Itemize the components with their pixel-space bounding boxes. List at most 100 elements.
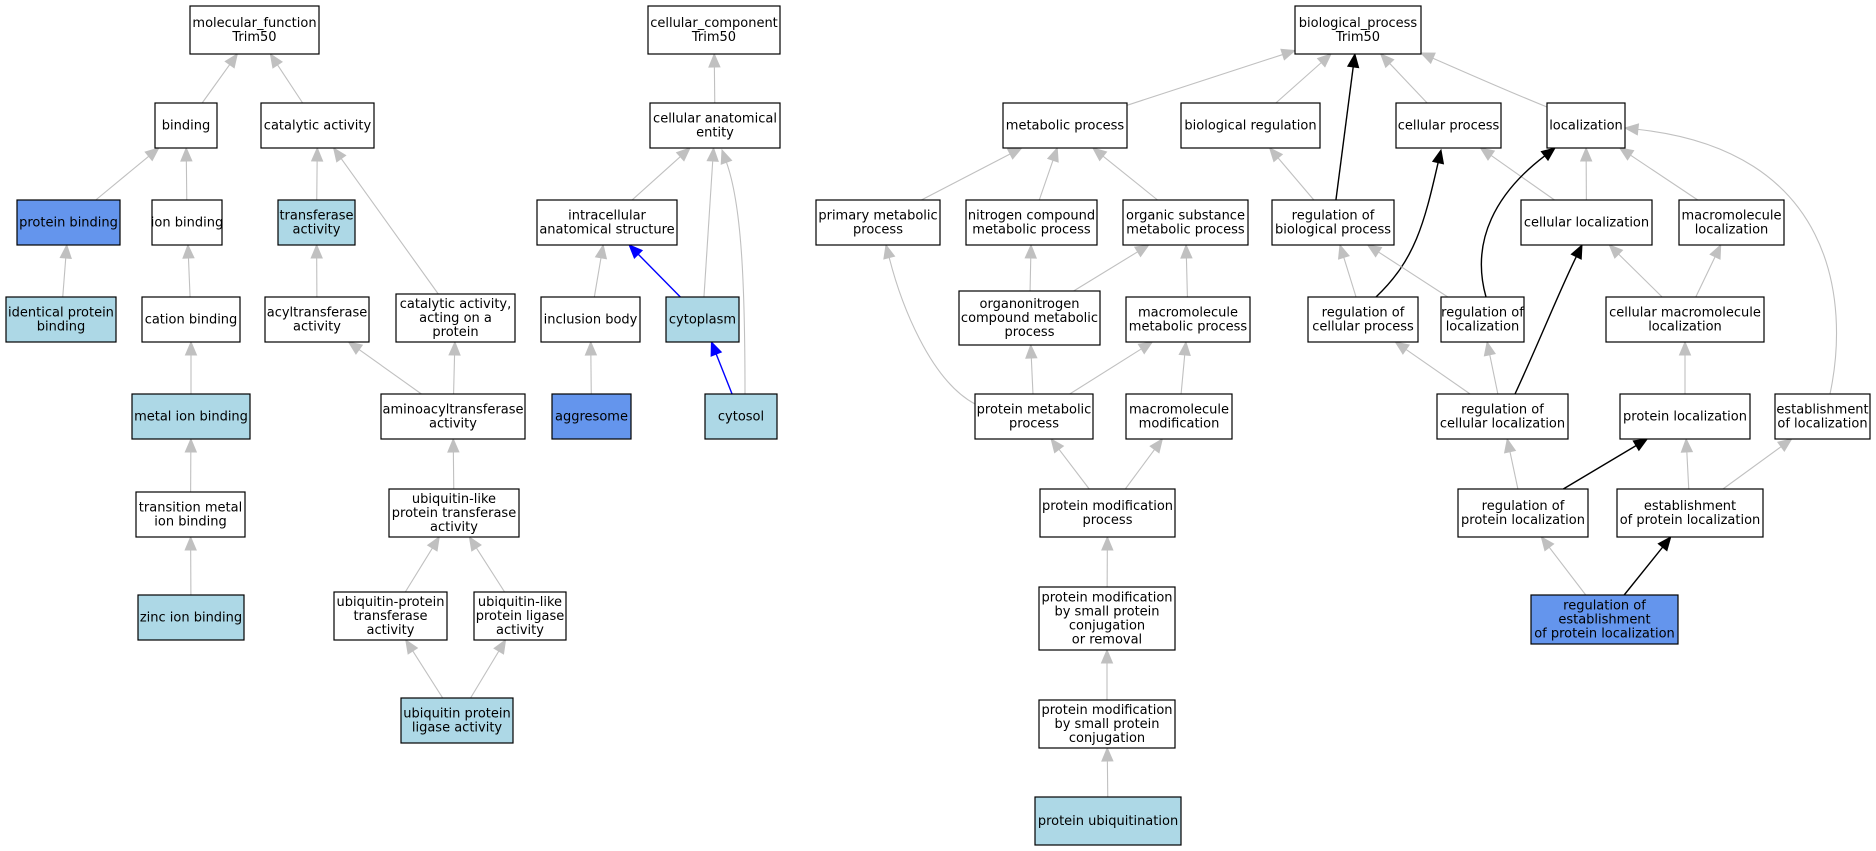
edge-line (1073, 251, 1138, 292)
node-label-line: intracellular (568, 208, 646, 223)
edge-line (201, 64, 231, 104)
node-label-line: by small protein (1054, 604, 1159, 619)
node-box (137, 594, 245, 641)
arrowhead (720, 148, 733, 165)
edge-organonitrogen-to-nitrogen (1024, 243, 1037, 292)
node-box (400, 697, 514, 744)
arrowhead (1280, 48, 1297, 61)
edge-prot_mod-to-macro_mod (1124, 437, 1164, 490)
edge-prot_mod_small-to-prot_mod_small_rem (1100, 648, 1114, 700)
edge-ub_ligase-to-ubl_ligase (470, 638, 507, 699)
node-label-line: cellular macromolecule (1609, 305, 1761, 320)
arrowhead (347, 341, 364, 355)
edge-reg_cell_loc-to-reg_cell_proc (1394, 341, 1471, 395)
edge-line (1489, 354, 1499, 395)
edge-line (1038, 160, 1054, 201)
arrowhead (1006, 147, 1023, 160)
node-label-line: localization (1648, 319, 1722, 334)
arrowhead (706, 146, 719, 162)
node-label-line: metabolic process (1006, 118, 1125, 133)
edge-line (1548, 546, 1587, 596)
edge-line (1514, 256, 1577, 395)
edge-line (1029, 257, 1032, 292)
node-label-line: localization (1446, 319, 1520, 334)
node-label-line: transition metal (139, 500, 242, 515)
node-label-line: cellular process (1398, 118, 1500, 133)
arrowhead (1100, 648, 1114, 664)
node-label-line: establishment (1558, 612, 1650, 627)
edge-organonitrogen-to-organic (1073, 244, 1150, 292)
arrowhead (184, 535, 197, 551)
edge-ion_binding-to-binding (180, 146, 193, 201)
edge-line (340, 158, 439, 295)
arrowhead (1024, 243, 1037, 259)
arrowhead (1540, 147, 1557, 162)
arrowhead (1180, 243, 1193, 259)
node-box (649, 102, 781, 149)
edge-line (187, 257, 191, 298)
edge-macro_mod-to-macro_met (1178, 340, 1191, 395)
node-label-line: modification (1139, 416, 1220, 431)
node-box (1457, 488, 1589, 538)
arrowhead (1709, 243, 1722, 260)
node-box (189, 5, 320, 55)
node-label-line: protein transferase (392, 506, 516, 521)
node-box (665, 296, 740, 343)
arrowhead (1091, 147, 1108, 162)
arrowhead (184, 437, 198, 453)
edge-intracellular-to-anat_entity (631, 147, 691, 201)
edge-reg_prot_loc-to-prot_loc (1562, 438, 1649, 490)
arrowhead (1579, 146, 1593, 162)
edge-reg_loc-to-reg_bio (1366, 244, 1449, 298)
edge-ubl_transferase-to-aminoacyl (447, 437, 460, 490)
arrowhead (1632, 438, 1649, 452)
edge-transferase-to-catalytic (310, 146, 324, 201)
edge-prot_ubiq-to-prot_mod_small (1101, 746, 1114, 798)
edge-transition-to-metal_ion (184, 437, 198, 493)
node-label-line: activity (367, 623, 415, 638)
node-label-line: inclusion body (544, 312, 638, 327)
node-box (141, 296, 241, 343)
edge-line (412, 650, 444, 699)
node-box (958, 290, 1101, 346)
node-label-line: of protein localization (1620, 513, 1761, 528)
node-label-line: compound metabolic (961, 311, 1098, 326)
arrowhead (332, 146, 347, 163)
node-label-line: cytosol (718, 409, 764, 424)
node-label-line: regulation of (1482, 499, 1565, 514)
arrowhead (628, 244, 644, 260)
edge-line (1102, 155, 1158, 201)
node-box (1002, 102, 1128, 149)
edge-localization-to-bp (1419, 52, 1548, 108)
node-box (540, 296, 641, 343)
node-label-line: ion binding (151, 215, 223, 230)
node-label-line: transferase (353, 609, 427, 624)
node-catalytic: catalytic activity (260, 102, 375, 149)
node-box (260, 102, 375, 149)
edge-cation-to-ion_binding (182, 243, 195, 298)
node-box (1294, 5, 1422, 55)
arrowhead (1431, 148, 1445, 165)
node-binding: binding (154, 102, 218, 149)
node-label-line: of protein localization (1534, 626, 1675, 641)
node-label-line: establishment (1776, 402, 1868, 417)
arrowhead (448, 340, 461, 356)
node-label-line: ligase activity (412, 720, 503, 735)
node-box (1034, 796, 1182, 846)
node-label-line: molecular_function (192, 16, 316, 31)
node-label-line: ubiquitin protein (403, 706, 511, 721)
edge-line (921, 153, 1011, 201)
node-box (647, 5, 781, 55)
